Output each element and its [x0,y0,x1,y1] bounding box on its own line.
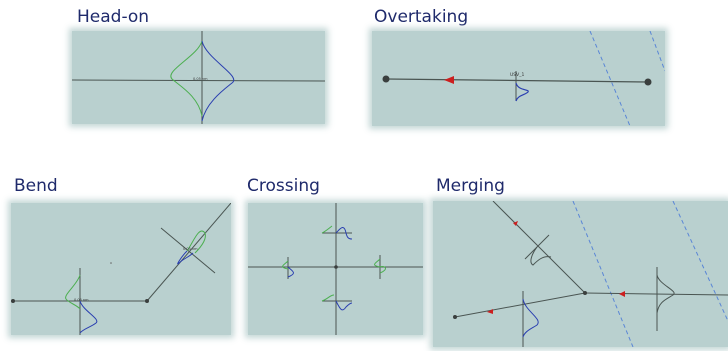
merging-vessel-marker-2 [487,309,493,314]
bend-track-diagonal [146,203,231,302]
merging-junction-waypoint [583,291,587,295]
bend-vessel2-label: 0.05 nm [183,247,198,251]
head-on-green-distribution [170,40,203,117]
crossing-intersection-waypoint [334,265,338,269]
overtaking-start-waypoint [382,75,390,83]
bend-vessel2-blue-distribution [177,250,194,265]
merging-panel [433,201,728,347]
merging-upper-distribution [530,246,552,266]
overtaking-boundary-dashed-1 [589,31,631,126]
crossing-left-blue [287,266,294,278]
bend-title: Bend [14,176,58,196]
merging-start-waypoint [453,315,457,319]
crossing-bottom-green [321,294,335,302]
merging-boundary-dashed-2 [672,201,728,322]
overtaking-diagram: USV_1 [382,31,665,126]
crossing-left-green [282,260,289,270]
head-on-track-line [72,79,325,82]
merging-track-upper [492,201,586,294]
bend-vessel1-label: 0.05 nm [74,298,89,302]
head-on-panel: 0.05 nm [72,31,325,124]
bend-panel: 0.05 nm 0.05 nm [11,203,231,335]
merging-diagram [453,201,728,347]
crossing-right-green [374,258,381,268]
merging-title: Merging [436,176,505,196]
head-on-blue-distribution [201,40,235,122]
overtaking-panel: USV_1 [372,31,665,126]
overtaking-blue-distribution [515,82,529,102]
crossing-right-green-2 [379,266,386,274]
merging-boundary-dashed-1 [572,201,634,347]
merging-vessel-marker-3 [619,291,625,297]
crossing-panel [248,203,423,335]
merging-right-distribution [656,274,675,314]
bend-vessel2-axis [160,227,216,274]
crossing-bottom-blue [335,300,353,311]
bend-vessel1-blue-distribution [79,300,98,334]
crossing-title: Crossing [247,176,320,196]
merging-lower-blue-distribution [522,298,539,338]
overtaking-boundary-dashed-2 [649,31,665,72]
crossing-diagram [248,203,423,335]
head-on-vessel-label: 0.05 nm [193,77,208,81]
merging-vessel-marker-1 [513,221,518,226]
bend-vessel2-green-distribution [186,230,206,254]
bend-stray-point [110,262,112,264]
bend-vessel1-green-distribution [65,274,81,310]
bend-start-waypoint [11,299,15,303]
overtaking-vessel-label: USV_1 [510,72,524,78]
overtaking-title: Overtaking [374,7,469,27]
crossing-top-blue [335,227,353,240]
overtaking-end-waypoint [644,78,652,86]
head-on-diagram: 0.05 nm [72,31,325,124]
head-on-title: Head-on [77,7,150,27]
overtaking-track-line [385,78,649,83]
overtaking-vessel-marker [444,76,454,84]
crossing-top-green [321,225,333,234]
bend-diagram: 0.05 nm 0.05 nm [11,203,231,335]
merging-track-lower [454,292,586,318]
bend-turn-waypoint [145,299,149,303]
